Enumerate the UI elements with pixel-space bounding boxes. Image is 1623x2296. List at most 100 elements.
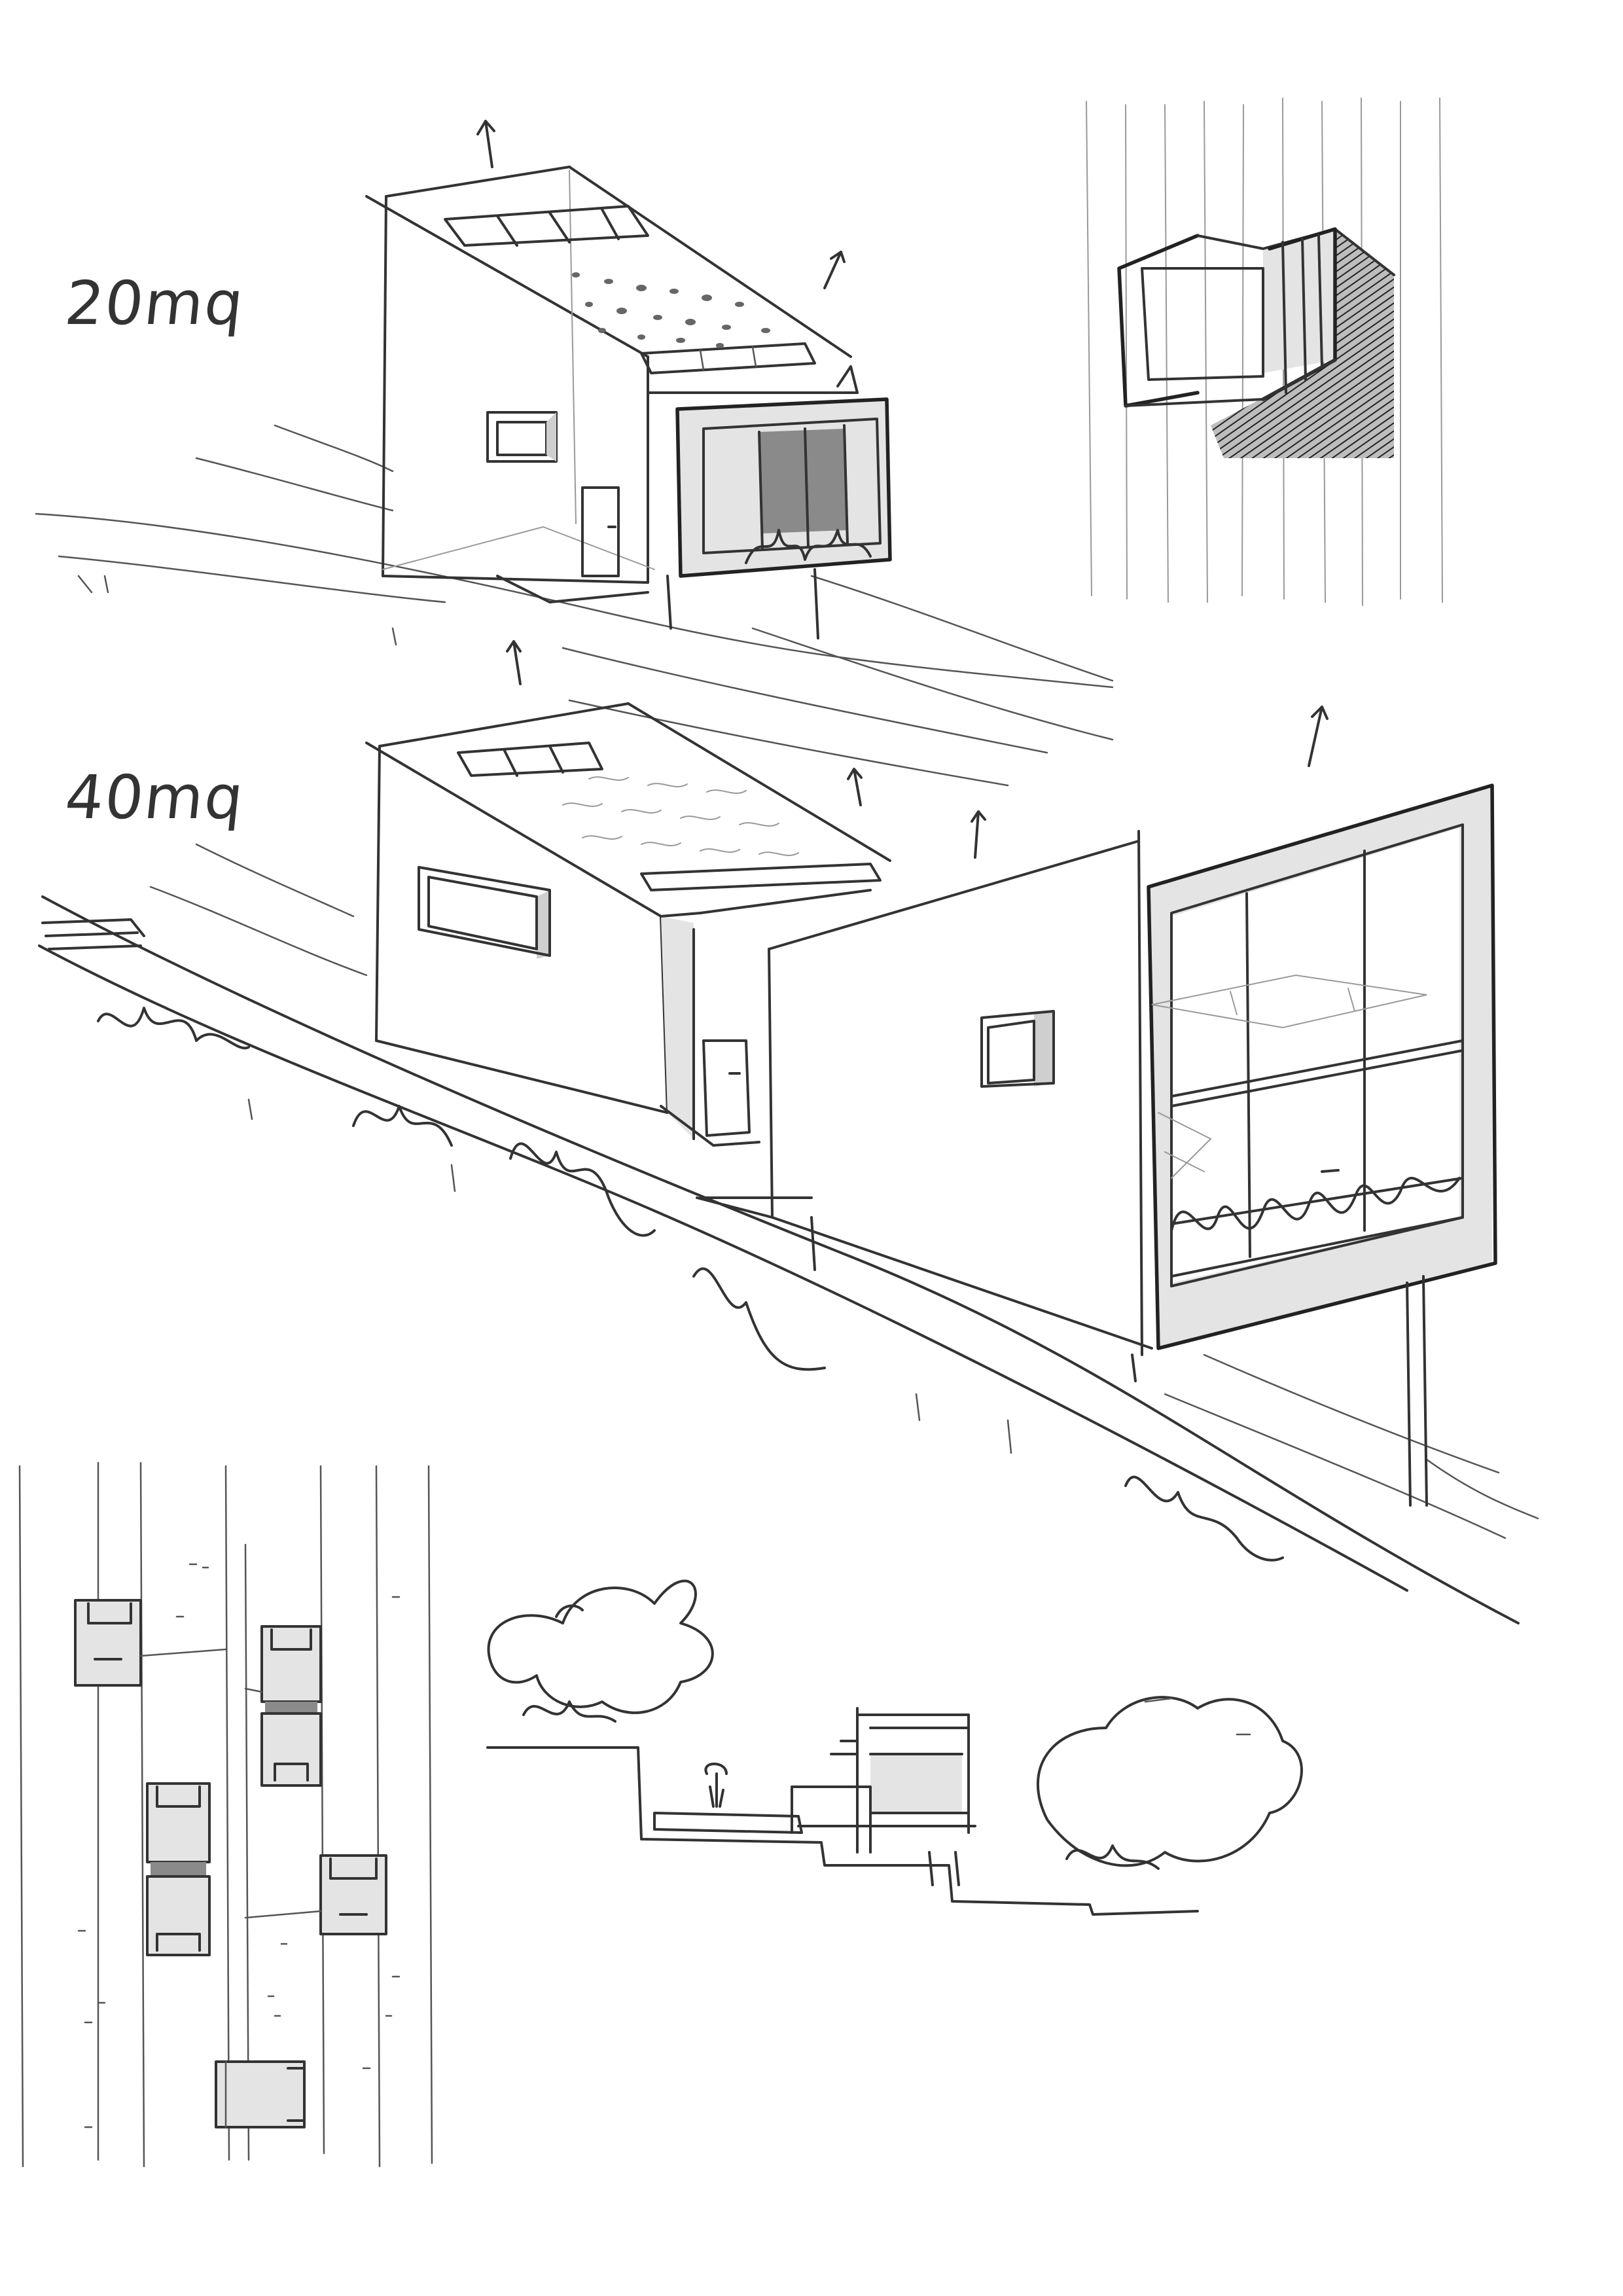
balcony-railing [745, 529, 872, 564]
glazed-box-inner [702, 418, 882, 554]
tree-canopy [487, 1579, 714, 1714]
arrow-icon [823, 251, 846, 289]
section-stilts [928, 1851, 960, 1886]
floor-slab [1170, 1039, 1464, 1098]
shrub [97, 1007, 250, 1050]
deck [653, 1812, 803, 1834]
base-line [696, 1196, 1153, 1350]
stilts [810, 1216, 1137, 1382]
wall-corner [1137, 830, 1143, 1356]
section-box [856, 1713, 970, 1834]
arrow-icon [1308, 706, 1329, 767]
terrain-line [562, 647, 1048, 754]
terrain-line [58, 555, 446, 603]
terrain-line [38, 944, 1408, 1592]
site-plan-sketch [18, 1462, 433, 2168]
shrub [352, 1105, 453, 1147]
roof-edge [365, 742, 662, 918]
facade-detail-sketch [1086, 98, 1443, 606]
recess-top [660, 889, 872, 918]
terrain-line [149, 886, 368, 977]
roof-vent [640, 863, 882, 891]
glazed-box [1147, 783, 1497, 1350]
terrain-line [1203, 1354, 1500, 1474]
plan-unit [146, 1782, 211, 1956]
stilts [666, 568, 819, 639]
terrain-line [568, 699, 1009, 787]
terrain-line [35, 512, 1114, 689]
roof-ridge [568, 166, 852, 358]
terrain-line [274, 424, 394, 473]
interior-handle [1321, 1169, 1340, 1173]
side-window-frame [987, 1020, 1035, 1085]
roof-vent [640, 342, 816, 374]
section-sketch [486, 1579, 1303, 1916]
plan-unit [244, 1854, 387, 1935]
terrain-line [41, 895, 1520, 1624]
terrain-steps [41, 918, 145, 950]
roof-texture [562, 776, 799, 856]
large-unit-sketch [38, 640, 1539, 1624]
terrain-line [195, 843, 355, 918]
terrain-tick [77, 575, 397, 646]
plan-unit [244, 1625, 322, 1787]
glazed-box [675, 397, 892, 578]
plan-line [244, 1543, 250, 2161]
box-top [836, 365, 859, 394]
wall-edge [768, 948, 774, 1219]
tree-trunk-scribble [1065, 1844, 1160, 1870]
plan-line [427, 1465, 433, 2164]
loft-bed [1151, 974, 1427, 1029]
plan-line [319, 1465, 325, 2155]
tree-scribble [555, 1604, 584, 1618]
hidden-edge [569, 170, 577, 524]
entry-steps [496, 575, 649, 603]
plan-dots [77, 1563, 401, 2128]
plan-line [18, 1465, 24, 2168]
roof-perforations [572, 272, 770, 348]
shrub [692, 1267, 826, 1371]
skylight-mullions [503, 745, 564, 777]
roof-edge [378, 702, 630, 747]
entry-steps [660, 1105, 760, 1147]
wall-edge [375, 745, 381, 1042]
terrain-line [751, 627, 1114, 741]
tree-scribble [1144, 1697, 1251, 1736]
roof-edge [385, 166, 571, 198]
box-side-cladding [1281, 234, 1323, 394]
shrub [1124, 1475, 1284, 1562]
wall-edge [382, 195, 387, 577]
plan-line [224, 1465, 230, 2161]
stilts [1406, 1275, 1428, 1507]
terrain-line [1425, 1458, 1539, 1520]
box-opening [1141, 267, 1264, 381]
front-door [581, 486, 620, 577]
plan-unit [74, 1599, 227, 1687]
ribbon-window [418, 866, 551, 957]
glazing-mullions [758, 424, 849, 551]
skylight [444, 205, 649, 247]
ribbon-window-frame [427, 876, 538, 950]
arrow-icon [971, 810, 986, 859]
balcony-rail-lines [1170, 1177, 1464, 1278]
skylight-mullions [496, 208, 620, 247]
base-line [382, 575, 649, 584]
base-line [375, 1039, 669, 1114]
ground-profile [486, 1746, 1199, 1916]
plan-unit [215, 2060, 306, 2128]
plan-line [375, 1465, 381, 2168]
tree-canopy [1036, 1696, 1303, 1867]
front-door [702, 1039, 751, 1137]
terrain-line [1164, 1393, 1507, 1539]
terrain-line [195, 457, 394, 512]
glazing-mullions [1245, 850, 1366, 1258]
shrub [509, 1142, 656, 1237]
plan-line [139, 1462, 145, 2168]
arrow-icon [847, 768, 863, 806]
roof-edge [768, 840, 1140, 950]
box-bottom [1124, 359, 1336, 407]
person-figure [704, 1763, 728, 1808]
small-unit-sketch [35, 120, 1114, 741]
